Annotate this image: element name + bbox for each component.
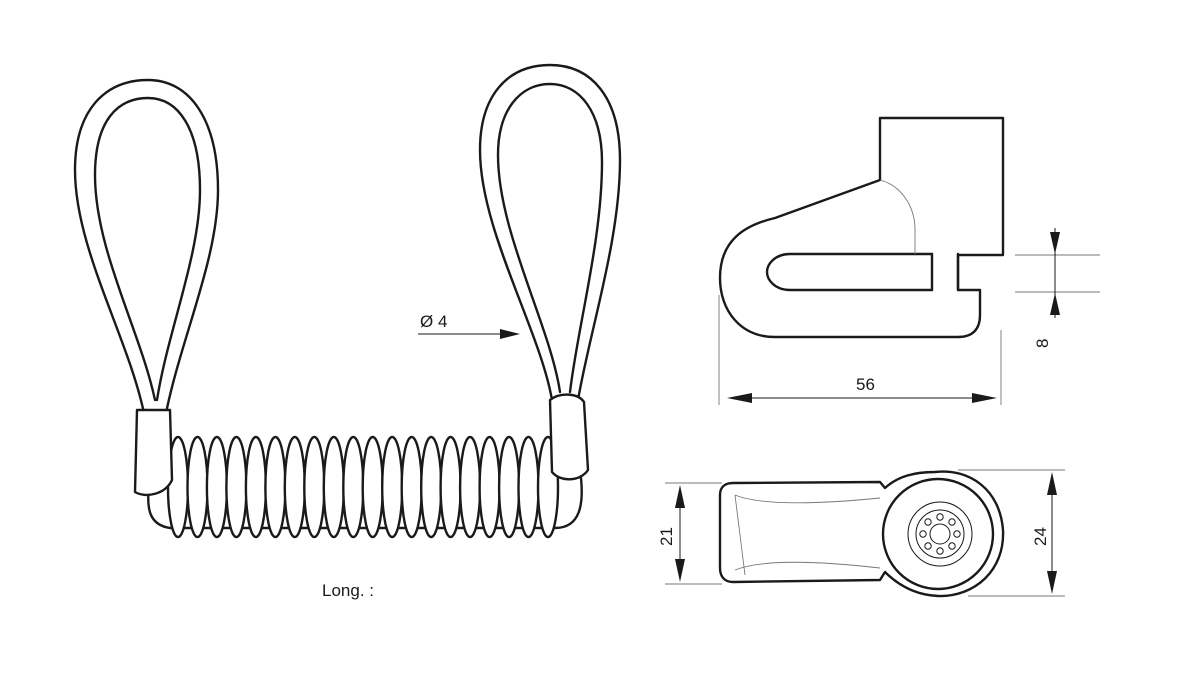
coil-turn <box>420 435 443 539</box>
coil-turn <box>478 435 501 539</box>
diameter-arrowhead <box>500 329 520 339</box>
cylinder-pins <box>919 513 961 555</box>
width-arrow-left <box>727 393 752 403</box>
coil-turn <box>283 435 306 539</box>
left-loop <box>73 78 220 420</box>
coil-turn <box>458 435 482 539</box>
cylinder-core <box>929 523 951 545</box>
width-label: 56 <box>856 375 875 394</box>
coil-turn <box>186 435 209 539</box>
left-crimp-sleeve <box>133 408 174 496</box>
coil-turn <box>439 435 462 539</box>
body-arrow-top <box>675 485 685 508</box>
return-strand <box>147 468 583 530</box>
lock-head-ring <box>881 477 995 591</box>
cylinder-pin <box>924 542 932 550</box>
coil-turn <box>361 435 384 539</box>
cylinder-pin <box>924 518 932 526</box>
slot-arrow-bottom <box>1050 293 1060 315</box>
width-arrow-right <box>972 393 997 403</box>
coil-turn <box>244 435 268 539</box>
coil-turn <box>381 435 404 539</box>
coil-turn <box>400 435 423 539</box>
right-crimp-sleeve <box>548 393 590 481</box>
length-label: Long. : <box>322 581 374 600</box>
lock-top-view: 21 24 <box>657 469 1065 598</box>
slot-label: 8 <box>1033 339 1052 348</box>
coil-turn <box>322 435 345 539</box>
body-contour <box>879 179 916 254</box>
head-arrow-bottom <box>1047 571 1057 594</box>
coil-turn <box>342 435 365 539</box>
cylinder-pin <box>936 513 944 521</box>
head-label: 24 <box>1031 527 1050 546</box>
top-contour-1 <box>734 494 881 504</box>
coil-spring <box>166 435 560 539</box>
coil-turn <box>264 435 287 539</box>
right-loop-inner <box>496 82 604 394</box>
diameter-label: Ø 4 <box>420 312 447 331</box>
coil-turn <box>303 435 326 539</box>
lock-side-outline <box>718 116 1005 339</box>
slot-arrow-top <box>1050 232 1060 254</box>
cylinder-pin <box>919 530 927 538</box>
coil-turn <box>225 435 248 539</box>
head-arrow-top <box>1047 472 1057 495</box>
coil-turn <box>517 435 540 539</box>
top-contour-3 <box>734 494 746 576</box>
cylinder-middle <box>915 509 965 559</box>
coil-turn <box>497 435 521 539</box>
cylinder-pin <box>936 547 944 555</box>
cylinder-pin <box>948 542 956 550</box>
cylinder-pin <box>953 530 961 538</box>
body-label: 21 <box>657 527 676 546</box>
coil-turn <box>205 435 229 539</box>
body-arrow-bottom <box>675 559 685 582</box>
lock-side-view: 56 8 <box>718 116 1100 405</box>
left-loop-inner <box>93 96 202 402</box>
cylinder-outer <box>907 501 973 567</box>
lock-slot <box>765 252 934 292</box>
cylinder-pin <box>948 518 956 526</box>
right-loop <box>478 63 622 402</box>
lock-top-outline <box>718 470 1005 598</box>
coil-cable: Ø 4 Long. : <box>73 63 622 600</box>
top-contour-2 <box>734 561 881 571</box>
